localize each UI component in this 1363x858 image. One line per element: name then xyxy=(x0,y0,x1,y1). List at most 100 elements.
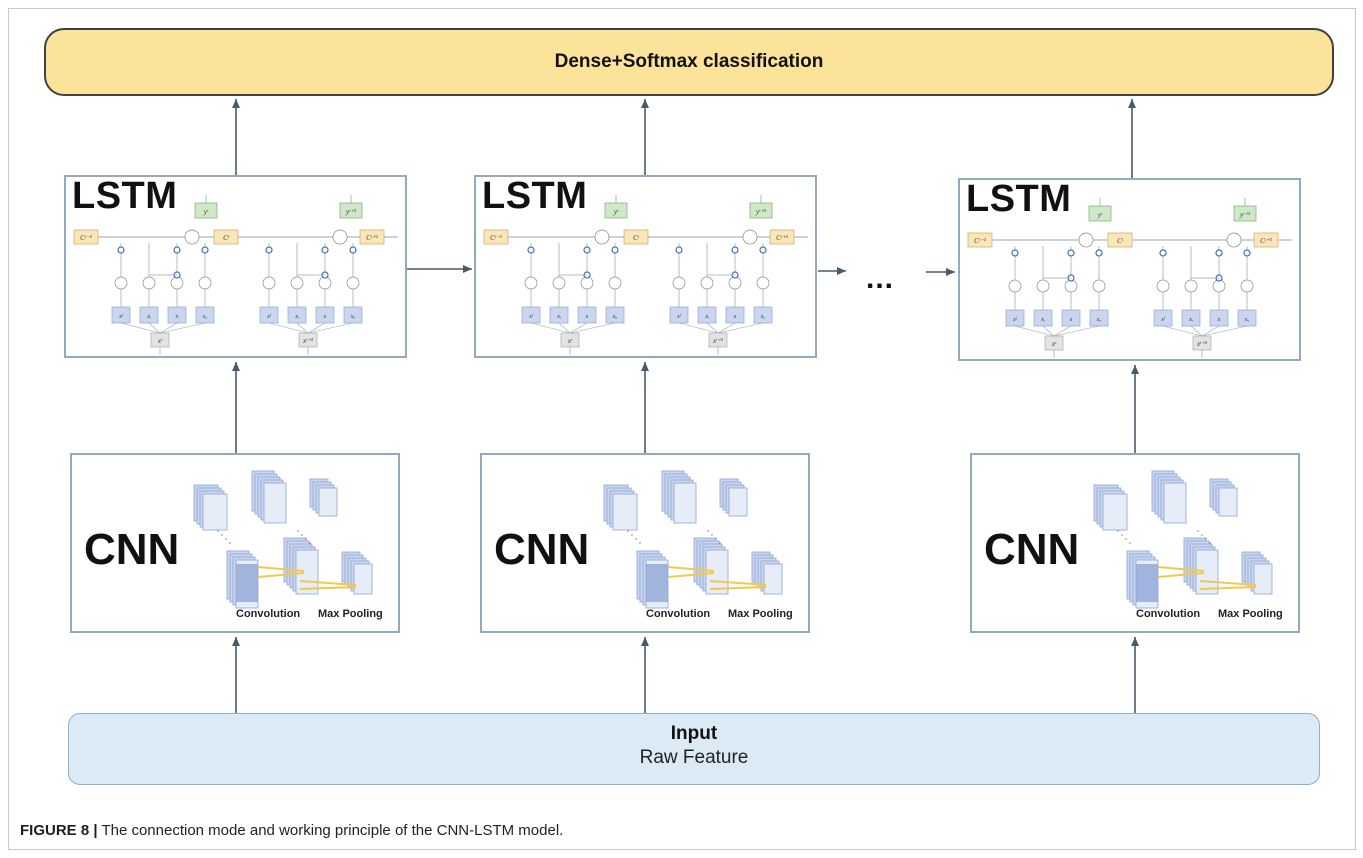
multiply-node xyxy=(1011,249,1019,257)
ellipsis-dot xyxy=(229,542,231,544)
pool-feature-map-top xyxy=(1218,487,1238,517)
input-subtitle: Raw Feature xyxy=(639,747,749,768)
filter-line xyxy=(667,566,715,572)
input-feature-map xyxy=(1102,493,1128,531)
activation-node xyxy=(524,276,538,290)
ellipsis-dot xyxy=(707,530,709,532)
input-fan-line xyxy=(1162,325,1203,337)
activation-node xyxy=(1240,279,1254,293)
pool-feature-map-top xyxy=(728,487,748,517)
convolution-label: Convolution xyxy=(1136,608,1201,620)
gate-input-label: xₒ xyxy=(1096,317,1102,323)
filter-line xyxy=(667,572,715,578)
multiply-node xyxy=(759,246,767,254)
input-feature-map xyxy=(612,493,638,531)
tanh-node xyxy=(332,229,348,245)
input-fan-line xyxy=(558,322,571,334)
input-fan-line xyxy=(569,322,616,334)
ellipsis-dot xyxy=(1205,538,1207,540)
max-pooling-label: Max Pooling xyxy=(318,608,383,620)
output-feature-map xyxy=(763,563,783,595)
c-prev-box xyxy=(483,229,509,245)
ellipsis-dot xyxy=(225,538,227,540)
activation-node xyxy=(170,276,184,290)
ellipsis-dot xyxy=(297,530,299,532)
input-fan-line xyxy=(296,322,309,334)
gate-input-label: xᵢ xyxy=(556,314,561,320)
input-fan-line xyxy=(1190,325,1203,337)
x-input-label: xᵗ⁺¹ xyxy=(712,337,723,345)
cnn-title: CNN xyxy=(84,525,180,574)
gate-input-label: xᵢ xyxy=(294,314,299,320)
filter-line xyxy=(1157,566,1205,572)
multiply-node xyxy=(1159,249,1167,257)
dense-softmax-layer: Dense+Softmax classification xyxy=(44,28,1334,96)
input-fan-line xyxy=(307,322,354,334)
gate-input-label: xₒ xyxy=(760,314,766,320)
convolution-label: Convolution xyxy=(236,608,301,620)
multiply-node xyxy=(1243,249,1251,257)
input-fan-line xyxy=(1042,325,1055,337)
gate-input-label: xₒ xyxy=(1244,317,1250,323)
activation-node xyxy=(1184,279,1198,293)
gate-input-label: x xyxy=(585,314,589,320)
figure-frame xyxy=(8,8,1356,850)
c-prev-box-label: Cᵗ⁻¹ xyxy=(80,234,92,242)
multiply-node xyxy=(117,246,125,254)
multiply-node xyxy=(731,246,739,254)
multiply-node xyxy=(611,246,619,254)
ellipsis-dot xyxy=(1201,534,1203,536)
c-current-box xyxy=(623,229,649,245)
gate-input-label: xₒ xyxy=(202,314,208,320)
input-fan-line xyxy=(1201,325,1248,337)
gate-input-label: xᶠ xyxy=(1160,317,1166,323)
activation-node xyxy=(580,276,594,290)
conv-filter-window xyxy=(236,564,258,602)
filter-line xyxy=(299,580,357,586)
gate-input-label: x xyxy=(1069,317,1073,323)
ellipsis-dot xyxy=(639,542,641,544)
ellipsis-dot xyxy=(1125,538,1127,540)
input-layer: Input Raw Feature xyxy=(68,713,1320,785)
y-output-box-label: yᵗ xyxy=(203,208,209,216)
input-fan-line xyxy=(569,322,588,334)
conv-feature-map-top xyxy=(263,482,287,524)
activation-node xyxy=(552,276,566,290)
gate-input-label: xᶠ xyxy=(266,314,272,320)
activation-node xyxy=(262,276,276,290)
caption-label: FIGURE 8 | xyxy=(20,822,98,839)
max-pooling-label: Max Pooling xyxy=(1218,608,1283,620)
ellipsis-dot xyxy=(1117,530,1119,532)
multiply-node xyxy=(349,246,357,254)
activation-node xyxy=(728,276,742,290)
c-current-box-label: Cᵗ xyxy=(633,234,640,242)
activation-node xyxy=(1008,279,1022,293)
ellipsis-dot xyxy=(309,542,311,544)
c-current-box xyxy=(1107,232,1133,248)
filter-line xyxy=(1199,586,1257,590)
c-prev-box xyxy=(73,229,99,245)
lstm-title: LSTM xyxy=(966,178,1072,220)
gate-input-label: x xyxy=(733,314,737,320)
max-pooling-label: Max Pooling xyxy=(728,608,793,620)
gate-input-label: xᵢ xyxy=(146,314,151,320)
input-fan-line xyxy=(530,322,571,334)
activation-node xyxy=(142,276,156,290)
input-feature-map xyxy=(202,493,228,531)
tanh-node xyxy=(594,229,610,245)
ellipsis-dot xyxy=(627,530,629,532)
input-fan-line xyxy=(1014,325,1055,337)
multiply-node xyxy=(1067,249,1075,257)
gate-input-label: x xyxy=(175,314,179,320)
filter-line xyxy=(299,586,357,590)
caption-text: The connection mode and working principl… xyxy=(97,822,564,839)
gate-input-label: xₒ xyxy=(350,314,356,320)
multiply-node xyxy=(1215,249,1223,257)
input-fan-line xyxy=(159,322,178,334)
ellipsis-dot xyxy=(217,530,219,532)
